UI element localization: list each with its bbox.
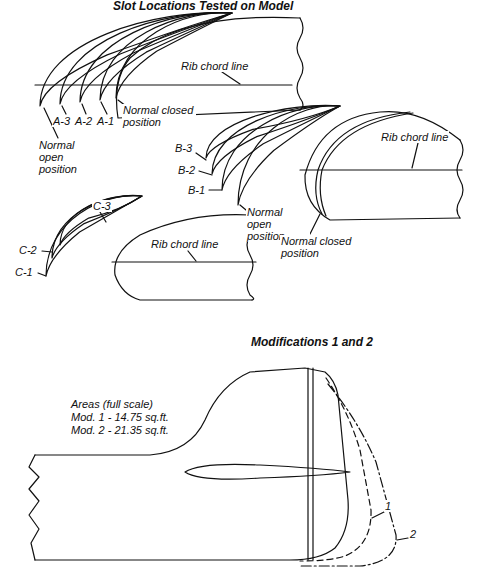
area-note: Mod. 1 - 14.75 sq.ft. [70, 411, 170, 423]
leader-line [44, 100, 126, 138]
closed-slat [320, 113, 413, 216]
hinge-line [308, 368, 313, 560]
break-line [297, 18, 303, 110]
figure-title: Modifications 1 and 2 [250, 336, 374, 348]
slat-outline [46, 196, 142, 276]
slot-label: C-1 [14, 266, 34, 278]
slot-label: C-3 [92, 200, 112, 212]
leader-line [188, 251, 196, 261]
leader-line [222, 72, 240, 84]
area-note: Areas (full scale) [70, 398, 154, 410]
slot-label: A-2 [74, 115, 93, 127]
figure-title: Slot Locations Tested on Model [112, 0, 294, 12]
slot-label: B-1 [187, 184, 206, 196]
wing-section [117, 17, 301, 118]
wing-section [305, 112, 460, 220]
leader-line [372, 512, 408, 540]
chord-line [112, 261, 256, 262]
slot-label: B-2 [177, 164, 196, 176]
chord-label: Rib chord line [380, 131, 449, 143]
slat-outline [222, 106, 340, 190]
airfoil-section [185, 464, 350, 479]
modification-2-outline [300, 384, 396, 566]
slat-outline [60, 13, 232, 104]
slot-label: A-1 [96, 115, 115, 127]
slat-outline [116, 13, 232, 98]
tail-outline [35, 368, 348, 560]
leader-line [412, 143, 418, 168]
break-line [457, 140, 463, 218]
callout-number: 2 [409, 528, 417, 540]
slot-label: A-3 [52, 115, 71, 127]
area-note: Mod. 2 - 21.35 sq.ft. [70, 424, 170, 436]
break-line [29, 455, 39, 560]
chord-line [35, 84, 292, 85]
leader-line [196, 153, 246, 210]
slat-positions [46, 195, 142, 276]
position-label: Normal open position [38, 139, 100, 175]
position-label: Normal closed position [280, 235, 382, 259]
leader-line [310, 214, 320, 234]
slat-outline [52, 196, 142, 258]
slat-outline [80, 13, 232, 102]
position-label: Normal closed position [122, 104, 196, 128]
chord-label: Rib chord line [150, 238, 219, 250]
slat-outline [100, 13, 232, 100]
slot-label: C-2 [18, 244, 38, 256]
slot-label: B-3 [174, 142, 193, 154]
chord-label: Rib chord line [180, 60, 249, 72]
modification-1-outline [300, 378, 371, 561]
wing-section [115, 215, 252, 300]
callout-number: 1 [384, 500, 392, 512]
leader-line [38, 212, 106, 276]
chord-line [300, 169, 462, 170]
